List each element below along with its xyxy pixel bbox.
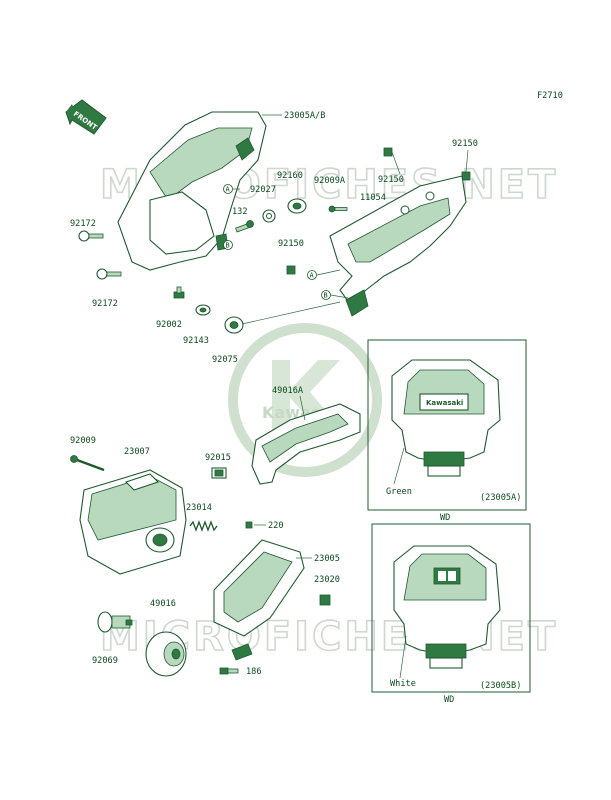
socket-23020-icon	[319, 594, 331, 606]
headlight-unit-23007	[79, 469, 187, 575]
lower-housing-23005	[213, 539, 305, 661]
bolt-92002-icon	[173, 286, 185, 299]
label-92009: 92009	[70, 436, 96, 446]
headlight-bracket-11054	[329, 175, 467, 317]
label-23007: 23007	[124, 447, 150, 457]
clip-92015-icon	[211, 467, 227, 479]
label-92172-top: 92172	[70, 219, 96, 229]
bolt-92009a-icon	[328, 205, 348, 213]
label-49016: 49016	[150, 599, 176, 609]
nut-92150-top-icon	[383, 147, 393, 157]
label-92150-low: 92150	[278, 239, 304, 249]
inset-23005b	[371, 523, 531, 693]
callout-b-bracket: B	[321, 290, 331, 300]
svg-text:A: A	[310, 272, 315, 280]
nut-92150-right-icon	[461, 171, 471, 181]
label-92172-bottom: 92172	[92, 299, 118, 309]
inset-23005a: Kawasaki	[367, 339, 527, 511]
label-92150-top: 92150	[452, 139, 478, 149]
label-220: 220	[268, 521, 284, 531]
svg-text:B: B	[324, 292, 328, 300]
label-92160: 92160	[277, 171, 303, 181]
label-92150-mid: 92150	[378, 175, 404, 185]
label-23014: 23014	[186, 503, 212, 513]
inset-a-brand: Kawasaki	[426, 399, 463, 407]
label-23020: 23020	[314, 575, 340, 585]
spring-23014-icon	[189, 520, 218, 532]
label-23005ab: 23005A/B	[284, 111, 325, 121]
label-92009a: 92009A	[314, 176, 346, 186]
svg-text:B: B	[226, 242, 230, 250]
screw-92172-top-icon	[78, 230, 104, 242]
cover-49016a	[251, 403, 361, 485]
bolt-92009-icon	[70, 455, 105, 472]
label-132: 132	[232, 207, 248, 217]
bolt-132-icon	[235, 220, 254, 233]
grommet-92160-icon	[287, 198, 307, 214]
figure-code: F2710	[537, 91, 563, 101]
label-92143: 92143	[183, 336, 209, 346]
label-92069: 92069	[92, 656, 118, 666]
label-92027: 92027	[250, 185, 276, 195]
bushing-92027-icon	[262, 209, 276, 223]
nut-92150-low-icon	[286, 265, 296, 275]
callout-a-cowl: A	[223, 184, 233, 194]
label-23005: 23005	[314, 554, 340, 564]
label-92015: 92015	[205, 453, 231, 463]
screw-92172-bottom-icon	[96, 268, 122, 280]
callout-a-bracket: A	[307, 270, 317, 280]
callout-b-cowl: B	[223, 240, 233, 250]
inset-a-color: Green	[386, 487, 412, 497]
socket-49016-icon	[145, 631, 187, 677]
inset-b-part: (23005B)	[480, 681, 521, 691]
label-49016a: 49016A	[272, 386, 304, 396]
label-11054: 11054	[360, 193, 386, 203]
inset-b-model: WD	[444, 695, 454, 705]
bulb-92069-icon	[97, 611, 133, 633]
screw-220-icon	[245, 521, 253, 529]
front-arrow-icon: FRONT	[65, 99, 107, 135]
screw-186-icon	[219, 667, 239, 675]
leader-92075	[241, 301, 341, 325]
grommet-92075-icon	[224, 316, 244, 334]
inset-a-model: WD	[440, 513, 450, 523]
collar-92143-icon	[195, 304, 211, 316]
upper-headlight-cowl	[117, 111, 267, 271]
label-186: 186	[246, 667, 262, 677]
label-92075: 92075	[212, 355, 238, 365]
label-92002: 92002	[156, 320, 182, 330]
inset-a-part: (23005A)	[480, 493, 521, 503]
inset-b-color: White	[390, 679, 416, 689]
svg-text:A: A	[226, 186, 231, 194]
